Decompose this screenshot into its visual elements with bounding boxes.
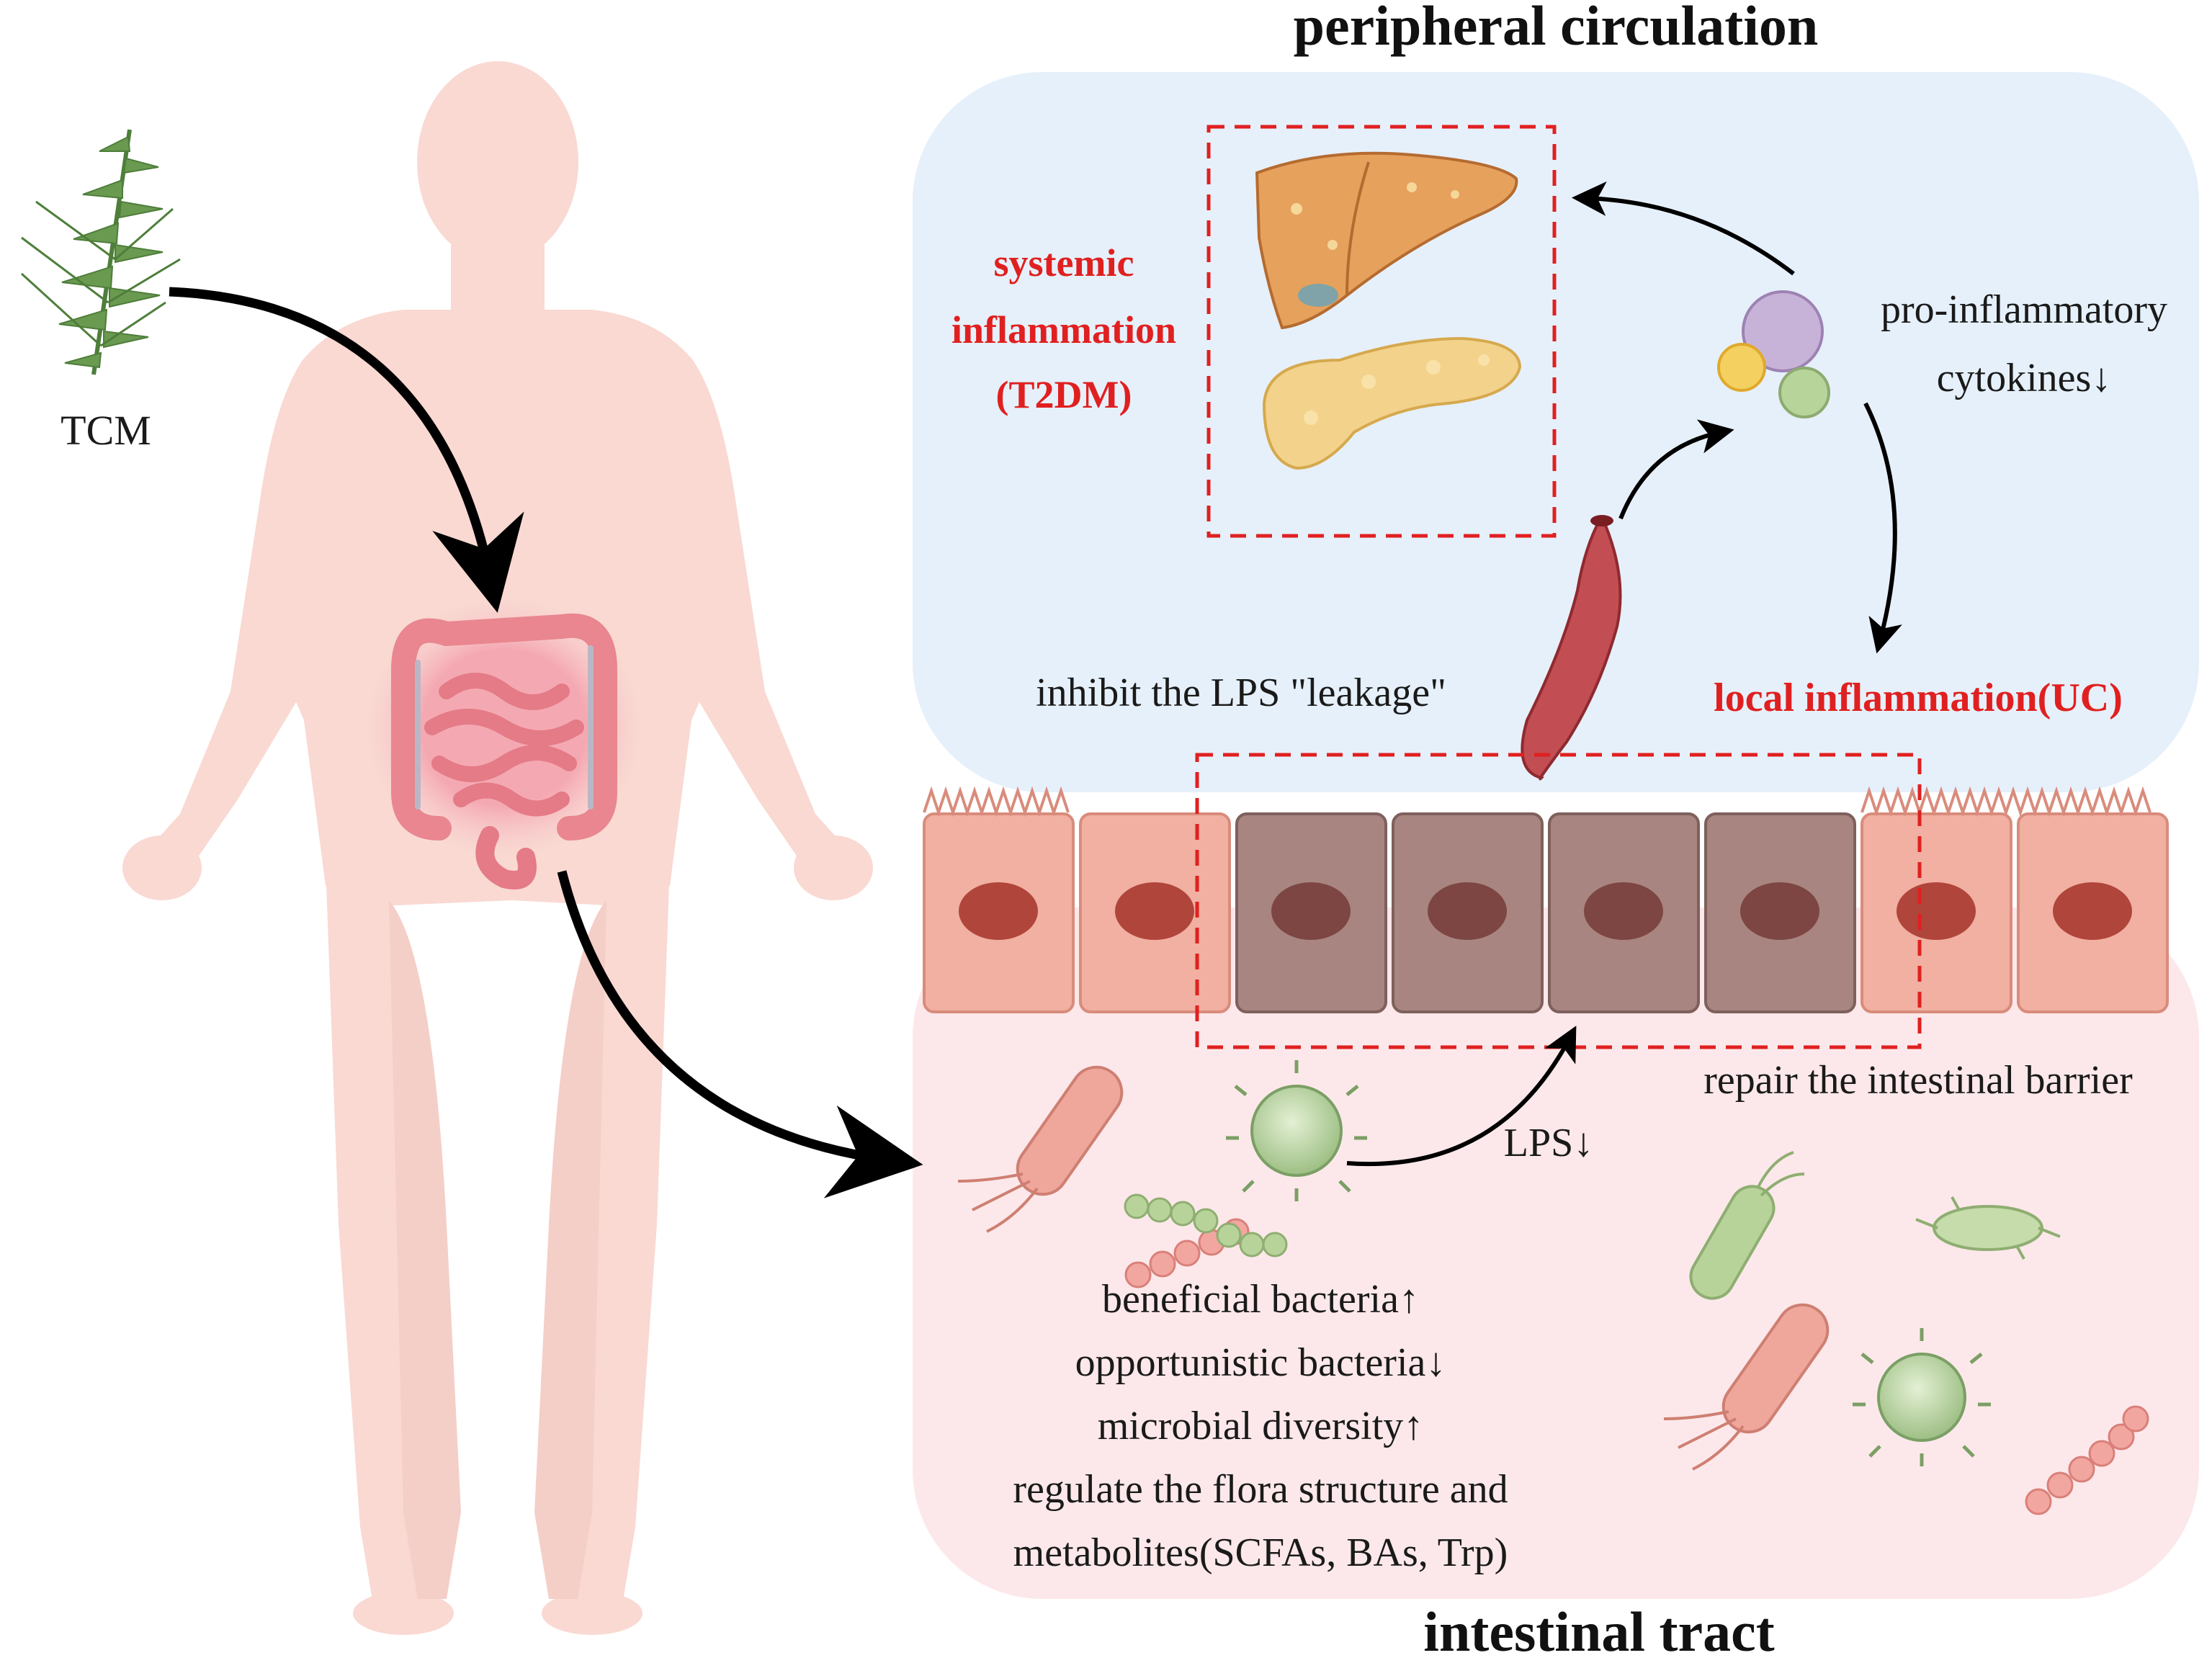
- organ-highlight-box: [1206, 125, 1557, 538]
- blood-vessel-icon: [1521, 515, 1622, 781]
- intestinal-tract-title: intestinal tract: [1423, 1600, 1774, 1663]
- epithelial-cell-damaged: [1392, 812, 1544, 1013]
- rod-bacterium-icon: [957, 1065, 1124, 1233]
- epithelial-cell-damaged: [1704, 812, 1856, 1013]
- beneficial-bacteria-label: beneficial bacteria↑: [1102, 1277, 1419, 1322]
- chain-bacteria-icon: [2025, 1405, 2149, 1515]
- epithelial-cell-healthy: [1861, 812, 2012, 1013]
- lps-to-barrier-arrow: [1346, 1026, 1577, 1166]
- regulate-flora-label: regulate the flora structure and: [1013, 1467, 1508, 1512]
- cytokines-icon: [1717, 290, 1830, 418]
- green-rod-bacterium-icon: [1689, 1151, 1805, 1300]
- epithelium-row: [923, 786, 2169, 1013]
- intestinal-panel: [913, 907, 2199, 1599]
- rod-bacterium-icon: [1663, 1303, 1830, 1471]
- vessel-to-cytokines-arrow: [1618, 419, 1734, 520]
- opportunistic-bacteria-label: opportunistic bacteria↓: [1075, 1340, 1446, 1385]
- cytokines-label-1: pro-inflammatory: [1881, 287, 2167, 332]
- systemic-inflammation-label-3: (T2DM): [996, 373, 1132, 416]
- spiky-bacterium-icon: [1853, 1328, 1991, 1466]
- liver-icon: [1255, 151, 1518, 330]
- epithelial-cell-damaged: [1235, 812, 1387, 1013]
- lps-down-label: LPS↓: [1504, 1121, 1594, 1165]
- local-inflammation-label: local inflammation(UC): [1714, 676, 2123, 720]
- inhibit-lps-label: inhibit the LPS "leakage": [1036, 671, 1446, 715]
- chain-bacteria-green-icon: [1124, 1193, 1288, 1258]
- peripheral-circulation-title: peripheral circulation: [1294, 0, 1819, 57]
- epithelial-cell-healthy: [923, 812, 1075, 1013]
- pancreas-icon: [1262, 336, 1522, 470]
- human-body-figure: [122, 61, 873, 1635]
- cytokines-to-local-arrow: [1863, 402, 1902, 654]
- systemic-inflammation-label-1: systemic: [994, 241, 1134, 284]
- microbial-diversity-label: microbial diversity↑: [1098, 1404, 1424, 1448]
- fern-icon: [20, 129, 181, 375]
- spiky-bacterium-icon: [1226, 1060, 1367, 1201]
- tcm-to-gut-arrow: [169, 287, 524, 613]
- tcm-label: TCM: [61, 407, 151, 454]
- green-oval-bacterium-icon: [1915, 1196, 2061, 1260]
- epithelial-cell-healthy: [2017, 812, 2169, 1013]
- metabolites-label: metabolites(SCFAs, BAs, Trp): [1013, 1530, 1508, 1575]
- intestines-icon: [391, 613, 617, 889]
- cytokines-label-2: cytokines↓: [1937, 356, 2112, 400]
- cytokines-to-organs-arrow: [1572, 181, 1795, 276]
- systemic-inflammation-label-2: inflammation: [951, 308, 1176, 351]
- gut-to-intestine-arrow: [557, 870, 923, 1198]
- epithelial-cell-healthy: [1079, 812, 1231, 1013]
- repair-barrier-label: repair the intestinal barrier: [1703, 1058, 2133, 1103]
- epithelial-cell-damaged: [1548, 812, 1700, 1013]
